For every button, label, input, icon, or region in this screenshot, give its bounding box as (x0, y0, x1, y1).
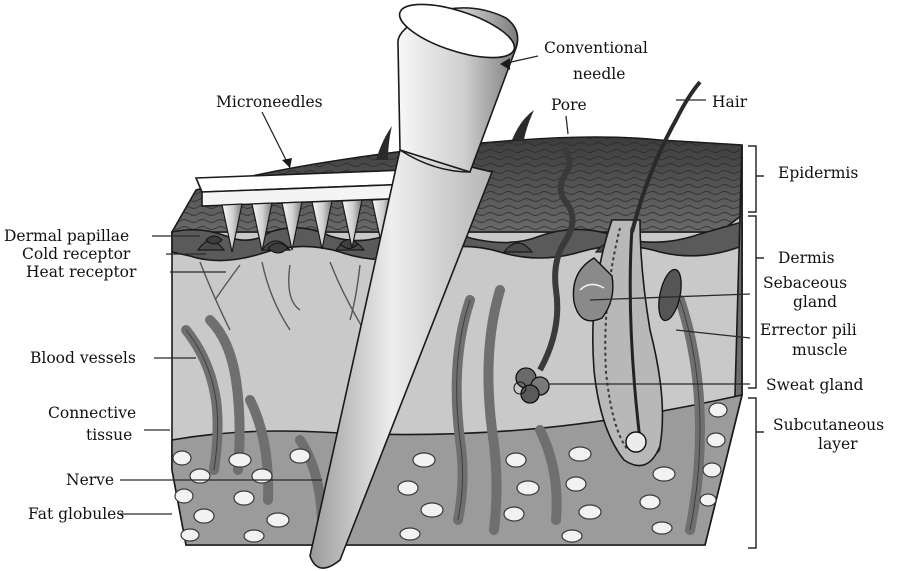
label-dermal-papillae: Dermal papillae (4, 227, 129, 245)
label-hair: Hair (712, 93, 748, 111)
label-dermis: Dermis (778, 249, 835, 267)
label-epidermis: Epidermis (778, 164, 858, 182)
layer-brackets (748, 146, 764, 548)
label-conventional-needle-line1: Conventional (544, 39, 648, 57)
label-blood-vessels: Blood vessels (30, 349, 136, 367)
label-errector-pili-line1: Errector pili (760, 321, 857, 339)
label-sebaceous-gland-line2: gland (793, 293, 837, 311)
label-sebaceous-gland-line1: Sebaceous (763, 274, 847, 292)
label-conventional-needle-line2: needle (573, 65, 625, 83)
label-sweat-gland: Sweat gland (766, 376, 864, 394)
label-subcutaneous-line2: layer (818, 435, 858, 453)
label-nerve: Nerve (66, 471, 114, 489)
label-errector-pili-line2: muscle (792, 341, 847, 359)
label-microneedles: Microneedles (216, 93, 323, 111)
label-connective-tissue-line2: tissue (86, 426, 132, 444)
label-fat-globules: Fat globules (28, 505, 124, 523)
label-cold-receptor: Cold receptor (22, 245, 131, 263)
label-connective-tissue-line1: Connective (48, 404, 136, 422)
label-subcutaneous-line1: Subcutaneous (773, 416, 884, 434)
label-heat-receptor: Heat receptor (26, 263, 137, 281)
label-pore: Pore (551, 96, 587, 114)
